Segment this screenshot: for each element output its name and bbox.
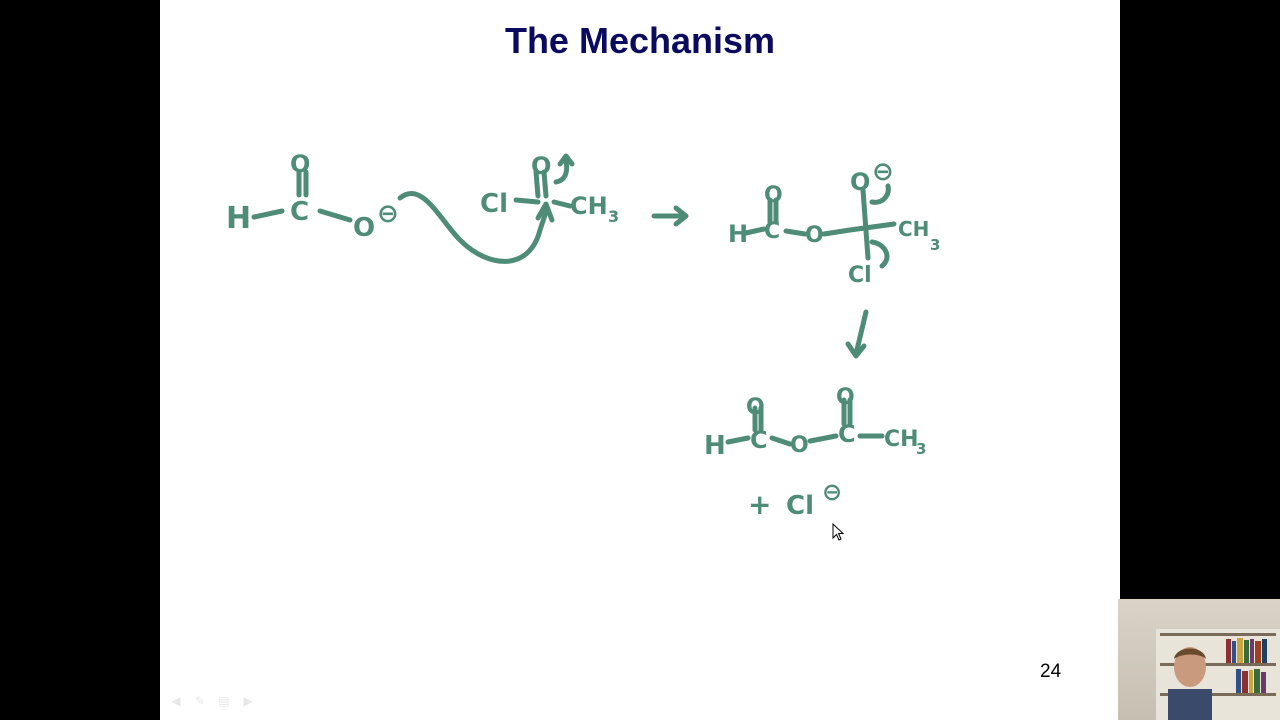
slide-title: The Mechanism bbox=[504, 20, 776, 61]
double-bond bbox=[296, 169, 309, 198]
previous-icon[interactable]: ◀ bbox=[171, 694, 181, 708]
double-bond bbox=[841, 397, 853, 427]
handwritten-mechanism: H C O O ⊖ Cl O CH 3 H C bbox=[226, 150, 940, 521]
atom-c: C bbox=[290, 197, 309, 227]
atom-h: H bbox=[728, 220, 748, 248]
reaction-arrow-down bbox=[845, 309, 869, 359]
charge-negative: ⊖ bbox=[822, 478, 842, 506]
atom-ch: CH bbox=[884, 427, 919, 452]
charge-negative: ⊖ bbox=[377, 199, 399, 229]
menu-icon[interactable]: ▤ bbox=[218, 694, 230, 708]
slideshow-toolbar: ◀ ✎ ▤ ▶ bbox=[168, 694, 256, 708]
atom-c: C bbox=[764, 219, 780, 244]
atom-h: H bbox=[226, 201, 251, 236]
bond bbox=[783, 228, 808, 237]
atom-cl: Cl bbox=[480, 189, 508, 219]
mouse-cursor-icon bbox=[832, 523, 844, 541]
double-bond bbox=[752, 405, 764, 433]
bond bbox=[725, 435, 751, 445]
atom-o-top2: O bbox=[836, 385, 855, 410]
bond-vertical bbox=[860, 187, 871, 261]
atom-o-single: O bbox=[353, 213, 375, 243]
curved-arrow-cl bbox=[869, 239, 890, 269]
atom-o: O bbox=[850, 168, 870, 196]
atom-o-top1: O bbox=[746, 395, 765, 420]
subscript: 3 bbox=[930, 236, 940, 254]
bond-c-o bbox=[317, 208, 353, 223]
atom-o-bridge: O bbox=[790, 433, 809, 458]
bond bbox=[807, 433, 839, 444]
bond bbox=[743, 226, 767, 236]
bond bbox=[821, 221, 897, 237]
atom-ch: CH bbox=[570, 192, 608, 220]
arrowhead bbox=[535, 201, 555, 223]
slide-number: 24 bbox=[1040, 661, 1062, 682]
curved-arrow-attack bbox=[397, 191, 549, 264]
atom-cl: Cl bbox=[848, 263, 872, 288]
bond-h-c bbox=[251, 208, 285, 220]
atom-c1: C bbox=[750, 426, 768, 454]
presenter-webcam bbox=[1118, 599, 1280, 720]
atom-c2: C bbox=[838, 420, 856, 448]
tetrahedral-intermediate: H C O O O ⊖ CH 3 Cl bbox=[728, 157, 940, 288]
atom-h: H bbox=[704, 431, 726, 461]
presenter bbox=[1168, 647, 1212, 720]
slide: The Mechanism H C O O ⊖ Cl O CH 3 bbox=[160, 0, 1120, 720]
subscript: 3 bbox=[916, 440, 926, 458]
arrow-up bbox=[553, 153, 575, 185]
product-anhydride: H C O O C O CH 3 + Cl ⊖ bbox=[704, 385, 926, 521]
subscript: 3 bbox=[608, 207, 619, 226]
atom-o-single: O bbox=[805, 223, 824, 248]
curved-arrow-small bbox=[869, 183, 891, 205]
double-bond bbox=[767, 197, 779, 225]
atom-ch: CH bbox=[898, 217, 929, 241]
bonds bbox=[513, 197, 573, 209]
charge-negative: ⊖ bbox=[872, 157, 894, 187]
atom-o-top: O bbox=[290, 150, 310, 178]
reactant-acetyl-chloride: Cl O CH 3 bbox=[480, 152, 619, 226]
atom-o-top: O bbox=[764, 183, 783, 208]
atom-cl: Cl bbox=[786, 491, 814, 521]
pen-icon[interactable]: ✎ bbox=[194, 694, 206, 708]
reaction-arrow-right bbox=[651, 205, 689, 227]
atom-o: O bbox=[531, 152, 551, 180]
reactant-formate: H C O O ⊖ bbox=[226, 150, 555, 264]
next-icon[interactable]: ▶ bbox=[243, 694, 253, 708]
double-bond bbox=[533, 169, 549, 199]
bond bbox=[769, 435, 793, 447]
plus-sign: + bbox=[748, 488, 771, 521]
